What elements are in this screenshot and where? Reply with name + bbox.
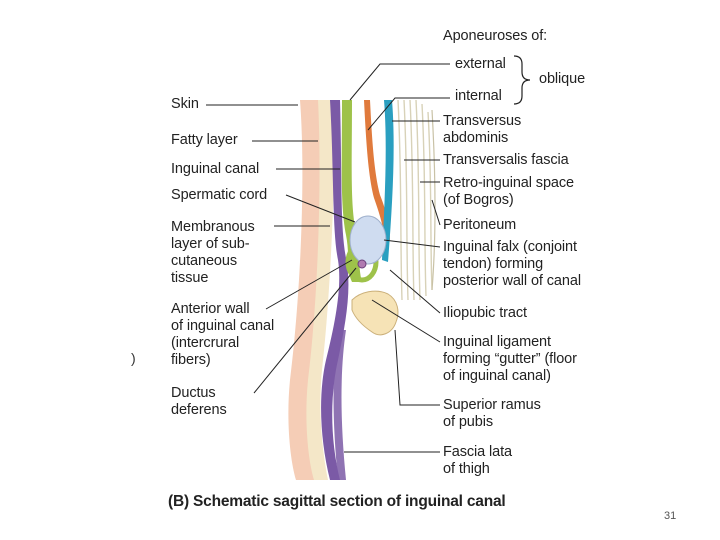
label-retro-inguinal-space: Retro-inguinal space (of Bogros) xyxy=(443,175,574,208)
page-number: 31 xyxy=(664,510,677,522)
membranous-layer xyxy=(321,100,349,480)
fatty-layer-band xyxy=(306,100,335,480)
leader-lines-right xyxy=(344,63,450,453)
label-inguinal-canal: Inguinal canal xyxy=(171,161,260,177)
superior-ramus-bone xyxy=(351,290,399,336)
internal-oblique-aponeurosis xyxy=(364,100,390,240)
label-superior-ramus: Superior ramus of pubis xyxy=(443,397,541,430)
fascia-lata-band xyxy=(333,330,346,480)
label-transversalis-fascia: Transversalis fascia xyxy=(443,152,569,168)
transversalis-fascia-lines xyxy=(397,99,433,301)
label-anterior-wall: Anterior wall of inguinal canal (intercr… xyxy=(171,301,275,368)
label-skin: Skin xyxy=(171,96,199,112)
paren-fragment: ) xyxy=(131,350,136,366)
label-spermatic-cord: Spermatic cord xyxy=(171,187,268,203)
label-inguinal-ligament: Inguinal ligament forming “gutter” (floo… xyxy=(443,334,577,384)
ductus-deferens-shape xyxy=(357,259,367,269)
label-iliopubic-tract: Iliopubic tract xyxy=(443,305,527,321)
label-membranous-layer: Membranous layer of sub- cutaneous tissu… xyxy=(171,219,255,286)
label-inguinal-falx: Inguinal falx (conjoint tendon) forming … xyxy=(443,239,581,289)
label-aponeuroses-of: Aponeuroses of: xyxy=(443,28,548,44)
label-peritoneum: Peritoneum xyxy=(443,217,517,233)
spermatic-cord-shape xyxy=(349,215,387,265)
skin-layer xyxy=(288,100,328,480)
label-transversus-abdominis: Transversus abdominis xyxy=(443,113,522,146)
label-external: external xyxy=(455,56,506,72)
peritoneum-line xyxy=(431,109,436,291)
oblique-brace xyxy=(513,55,531,105)
figure-caption: (B) Schematic sagittal section of inguin… xyxy=(168,493,506,510)
external-oblique-aponeurosis xyxy=(341,100,362,282)
label-internal: internal xyxy=(455,88,502,104)
leader-lines-left xyxy=(206,104,357,394)
label-fascia-lata: Fascia lata of thigh xyxy=(443,444,513,477)
label-ductus-deferens: Ductus deferens xyxy=(171,385,227,418)
transversus-abdominis-aponeurosis xyxy=(382,100,394,262)
label-fatty-layer: Fatty layer xyxy=(171,132,238,148)
label-oblique: oblique xyxy=(539,71,586,87)
